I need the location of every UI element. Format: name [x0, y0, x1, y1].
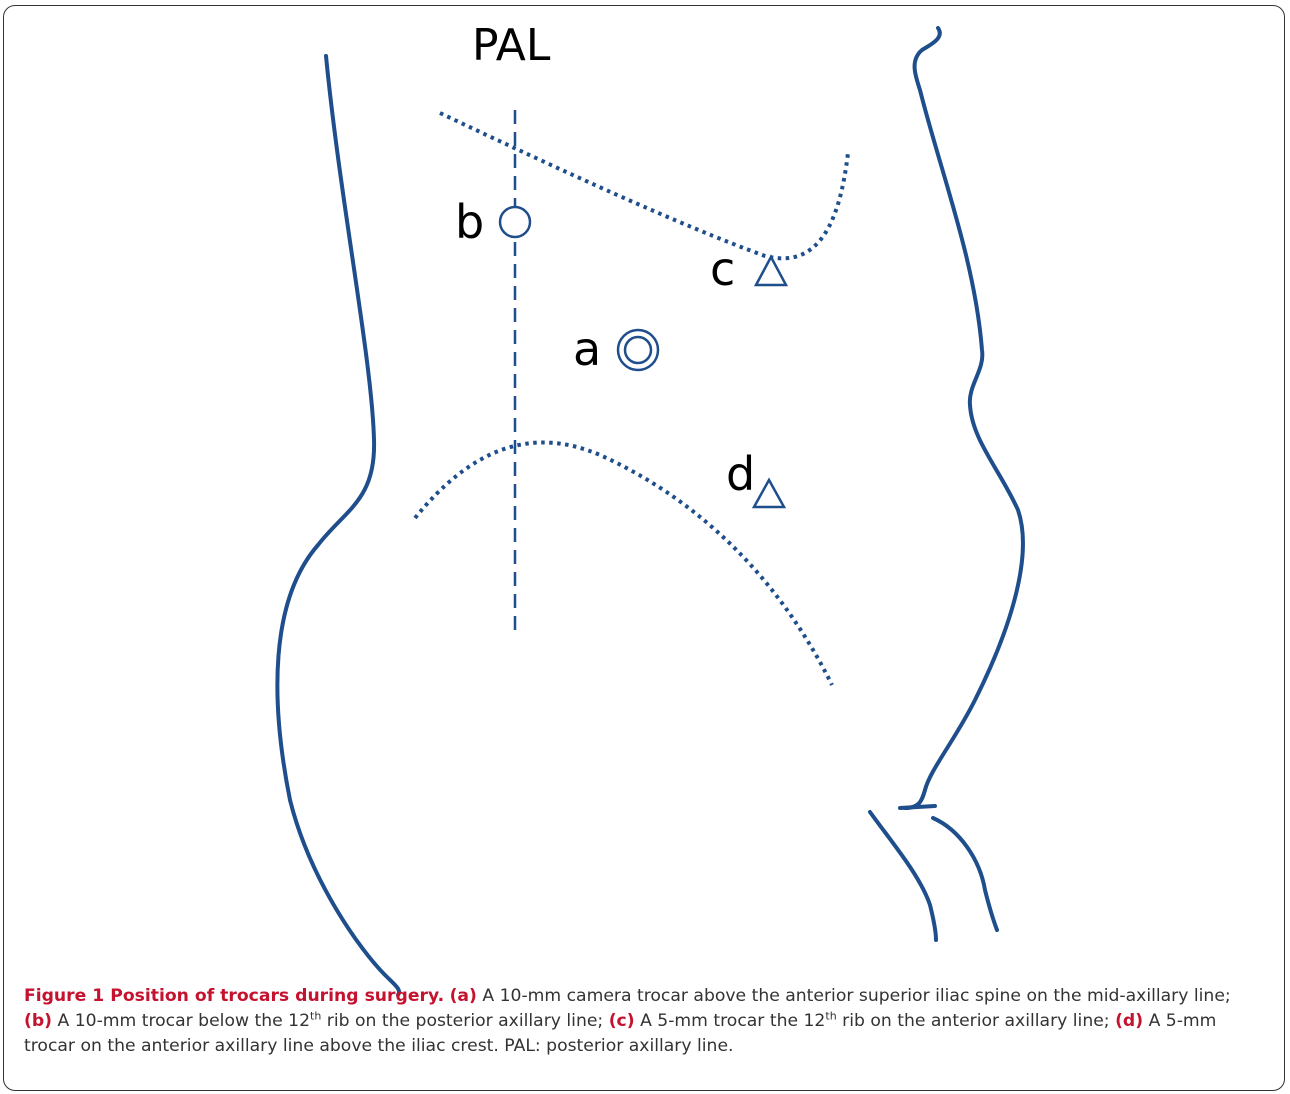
caption-a-text: A 10-mm camera trocar above the anterior…	[482, 986, 1230, 1006]
twelfth-rib-line	[440, 113, 848, 258]
trocar-a-label: a	[573, 322, 601, 376]
caption-b-sup: th	[310, 1009, 321, 1022]
trocar-c-marker	[756, 257, 786, 285]
trocar-a-marker-inner	[625, 337, 651, 363]
caption-c-tag: (c)	[609, 1011, 635, 1031]
trocar-b-marker	[500, 207, 530, 237]
trocar-b-label: b	[455, 195, 484, 249]
caption-title: Figure 1 Position of trocars during surg…	[24, 986, 444, 1006]
leg-contour-left	[870, 812, 936, 940]
right-contour-notch	[900, 806, 935, 808]
caption-c-text-2: rib on the anterior axillary line;	[842, 1011, 1109, 1031]
left-body-contour	[277, 56, 399, 995]
trocar-d-marker	[754, 480, 784, 507]
trocar-c-label: c	[710, 242, 735, 296]
figure-caption: Figure 1 Position of trocars during surg…	[24, 984, 1264, 1059]
trocar-diagram: PAL b a c d	[0, 0, 1290, 1000]
trocar-d-label: d	[726, 447, 755, 501]
right-body-contour	[905, 28, 1023, 808]
caption-a-tag: (a)	[450, 986, 477, 1006]
leg-contour-right	[933, 818, 997, 930]
pal-label: PAL	[472, 20, 551, 71]
caption-c-sup: th	[825, 1009, 836, 1022]
caption-b-tag: (b)	[24, 1011, 52, 1031]
caption-c-text-1: A 5-mm trocar the 12	[640, 1011, 825, 1031]
caption-d-tag: (d)	[1115, 1011, 1143, 1031]
caption-b-text-1: A 10-mm trocar below the 12	[57, 1011, 310, 1031]
caption-b-text-2: rib on the posterior axillary line;	[327, 1011, 603, 1031]
